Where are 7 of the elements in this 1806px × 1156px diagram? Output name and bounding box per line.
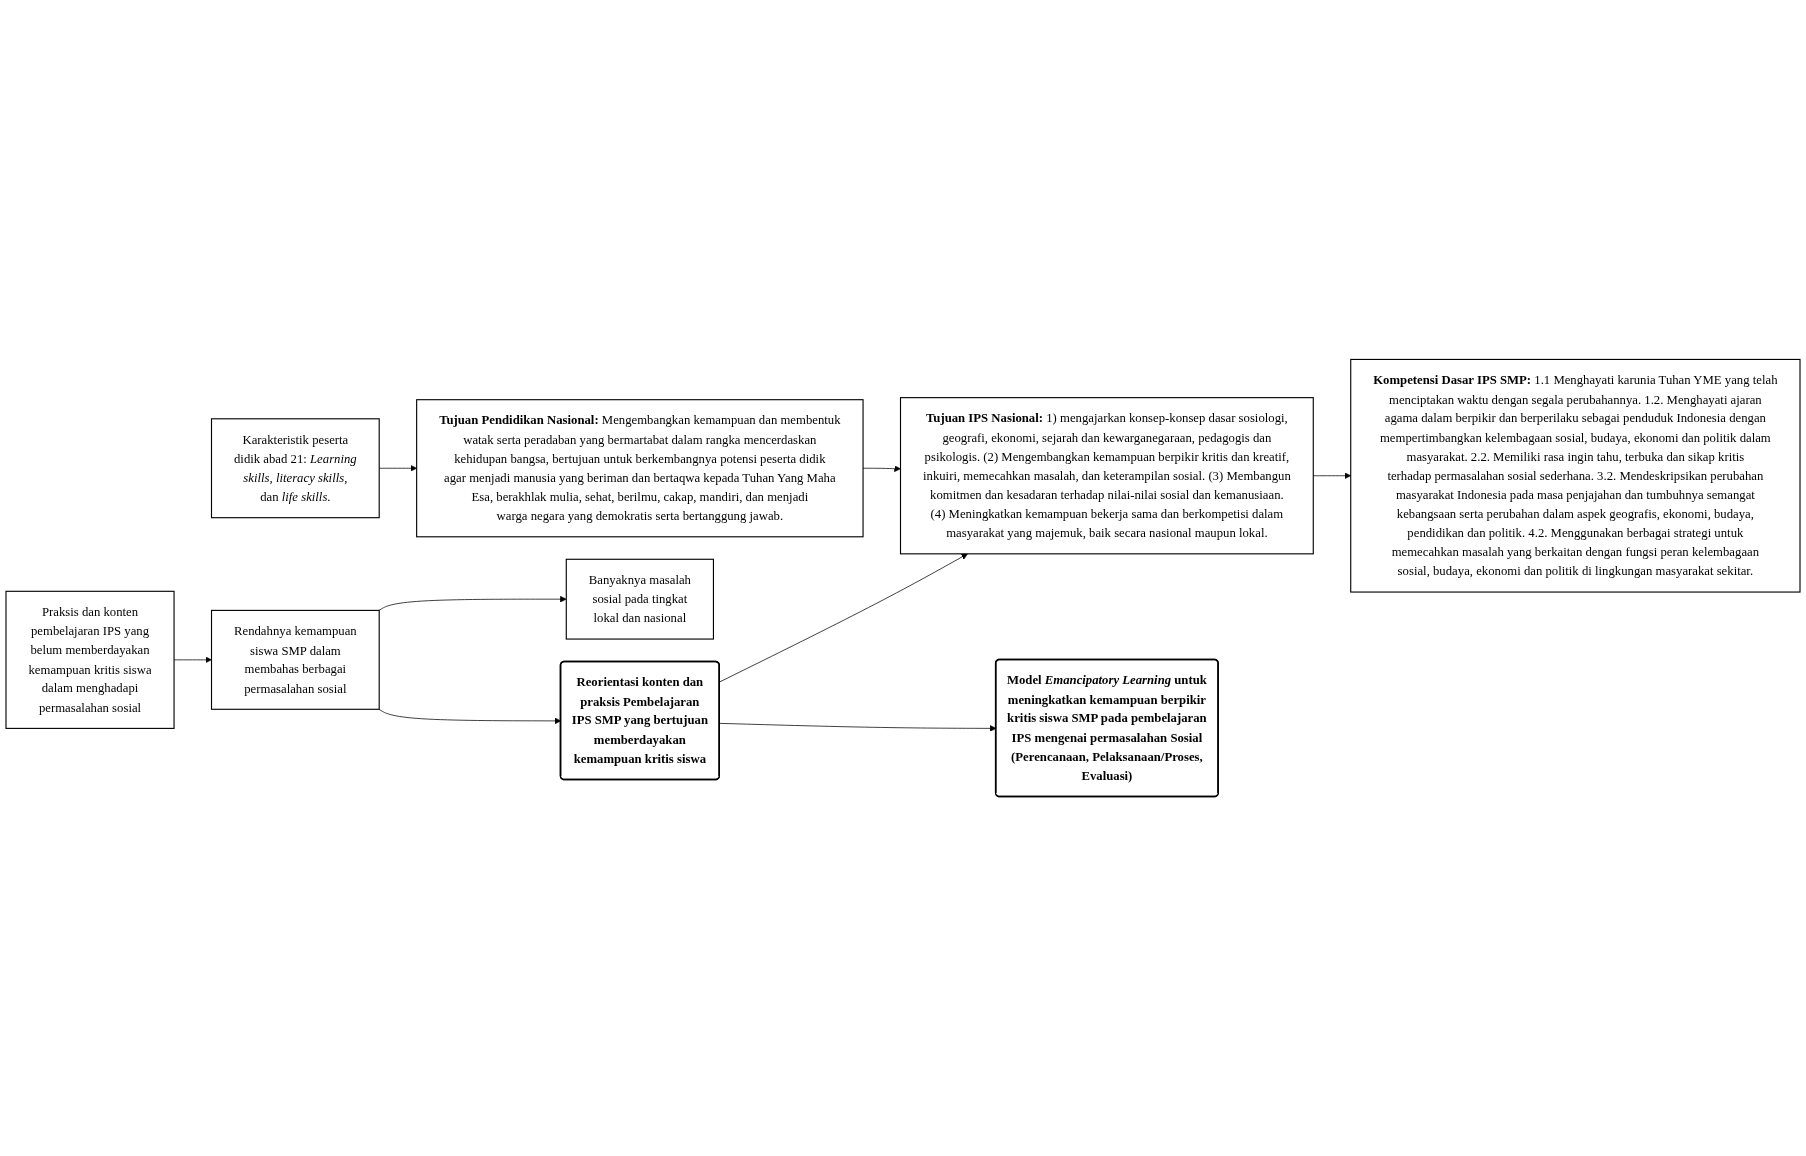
node-box: Tujuan IPS Nasional: 1) mengajarkan konsep-konsep dasar sosiologi, geografi, ekonomi, sejarah dan kewarganegaraan, pedagogis dan psikologis. (2) Mengembangkan kemampuan berpikir kritis dan kreatif, inkuiri, memecahkan masalah, dan keterampilan sosial. (3) Membangun komitmen dan kesadaran terhadap nilai-nilai sosial dan kemanusiaan. (4) Meningkatkan kemampuan bekerja sama dan berkompetisi dalam masyarakat yang majemuk, baik secara nasional maupun lokal. (899, 397, 1314, 555)
node-box: Kompetensi Dasar IPS SMP: 1.1 Menghayati karunia Tuhan YME yang telah menciptakan waktu dengan segala perubahannya. 1.2. Menghayati ajaran agama dalam berpikir dan berperilaku sebagai penduduk Indonesia dengan mempertimbangkan kelembagaan sosial, budaya, ekonomi dan politik dalam masyarakat. 2.2. Memiliki rasa ingin tahu, terbuka dan sikap kritis terhadap permasalahan sosial sederhana. 3.2. Mendeskripsikan perubahan masyarakat Indonesia pada masa penjajahan dan tumbuhnya semangat kebangsaan serta perubahan dalam aspek geografis, ekonomi, budaya, pendidikan dan politik. 4.2. Menggunakan berbagai strategi untuk memecahkan masalah yang berkaitan dengan fungsi peran kelembagaan sosial, budaya, ekonomi dan politik di lingkungan masyarakat sekitar. (1350, 358, 1801, 593)
node-box: Karakteristik peserta didik abad 21: Learning skills, literacy skills, dan life skills. (210, 418, 380, 519)
node-box: Tujuan Pendidikan Nasional: Mengembangkan kemampuan dan membentuk watak serta peradaban yang bermartabat dalam rangka mencerdaskan kehidupan bangsa, bertujuan untuk berkembangnya potensi peserta didik agar menjadi manusia yang beriman dan bertaqwa kepada Tuhan Yang Maha Esa, berakhlak mulia, sehat, berilmu, cakap, mandiri, dan menjadi warga negara yang demokratis serta bertanggung jawab. (416, 399, 864, 538)
node-box: Banyaknya masalah sosial pada tingkat lokal dan nasional (565, 558, 714, 640)
node-box: Praksis dan konten pembelajaran IPS yang belum memberdayakan kemampuan kritis siswa dalam menghadapi permasalahan sosial (5, 590, 175, 729)
node-box: Rendahnya kemampuan siswa SMP dalam membahas berbagai permasalahan sosial (210, 609, 380, 710)
